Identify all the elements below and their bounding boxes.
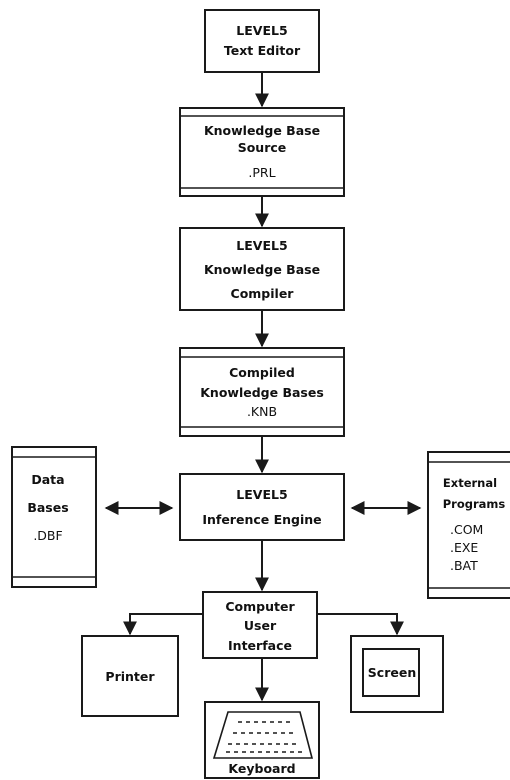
databases-line1: Data — [31, 472, 64, 487]
kb-source-line3: .PRL — [248, 165, 275, 180]
compiled-kb-line1: Compiled — [229, 365, 295, 380]
printer-label: Printer — [105, 669, 155, 684]
inference-engine-box: LEVEL5 Inference Engine — [179, 473, 345, 541]
keyboard-box: Keyboard — [204, 701, 320, 779]
inference-engine-line1: LEVEL5 — [236, 487, 287, 502]
databases-box: Data Bases .DBF — [11, 446, 97, 588]
text-editor-box: LEVEL5 Text Editor — [204, 9, 320, 73]
external-programs-line5: .BAT — [450, 558, 478, 573]
kb-compiler-line2: Knowledge Base — [204, 262, 320, 277]
external-programs-line1: External — [443, 476, 497, 490]
arrow-interface-to-screen — [317, 613, 404, 636]
printer-box: Printer — [81, 635, 179, 717]
arrow-interface-to-printer — [123, 613, 203, 636]
databases-line3: .DBF — [33, 528, 62, 543]
external-programs-line4: .EXE — [450, 540, 478, 555]
kb-source-box: Knowledge Base Source .PRL — [179, 107, 345, 197]
keyboard-icon — [212, 711, 314, 759]
text-editor-line2: Text Editor — [224, 43, 301, 58]
external-programs-line2: Programs — [443, 497, 506, 511]
compiled-kb-line2: Knowledge Bases — [200, 385, 324, 400]
kb-compiler-line1: LEVEL5 — [236, 238, 287, 253]
compiled-kb-line3: .KNB — [247, 404, 277, 419]
inference-engine-line2: Inference Engine — [202, 512, 321, 527]
kb-compiler-line3: Compiler — [231, 286, 295, 301]
external-programs-line3: .COM — [450, 522, 483, 537]
screen-label: Screen — [368, 665, 416, 680]
screen-box: Screen — [350, 635, 444, 713]
databases-line2: Bases — [27, 500, 68, 515]
kb-source-line1: Knowledge Base — [204, 123, 320, 138]
user-interface-line2: User — [244, 618, 277, 633]
text-editor-line1: LEVEL5 — [236, 23, 287, 38]
user-interface-line3: Interface — [228, 638, 292, 653]
user-interface-line1: Computer — [225, 599, 295, 614]
user-interface-box: Computer User Interface — [202, 591, 318, 659]
external-programs-box: External Programs .COM .EXE .BAT — [427, 451, 510, 599]
keyboard-label: Keyboard — [228, 761, 295, 776]
kb-compiler-box: LEVEL5 Knowledge Base Compiler — [179, 227, 345, 311]
compiled-kb-box: Compiled Knowledge Bases .KNB — [179, 347, 345, 437]
kb-source-line2: Source — [238, 140, 287, 155]
